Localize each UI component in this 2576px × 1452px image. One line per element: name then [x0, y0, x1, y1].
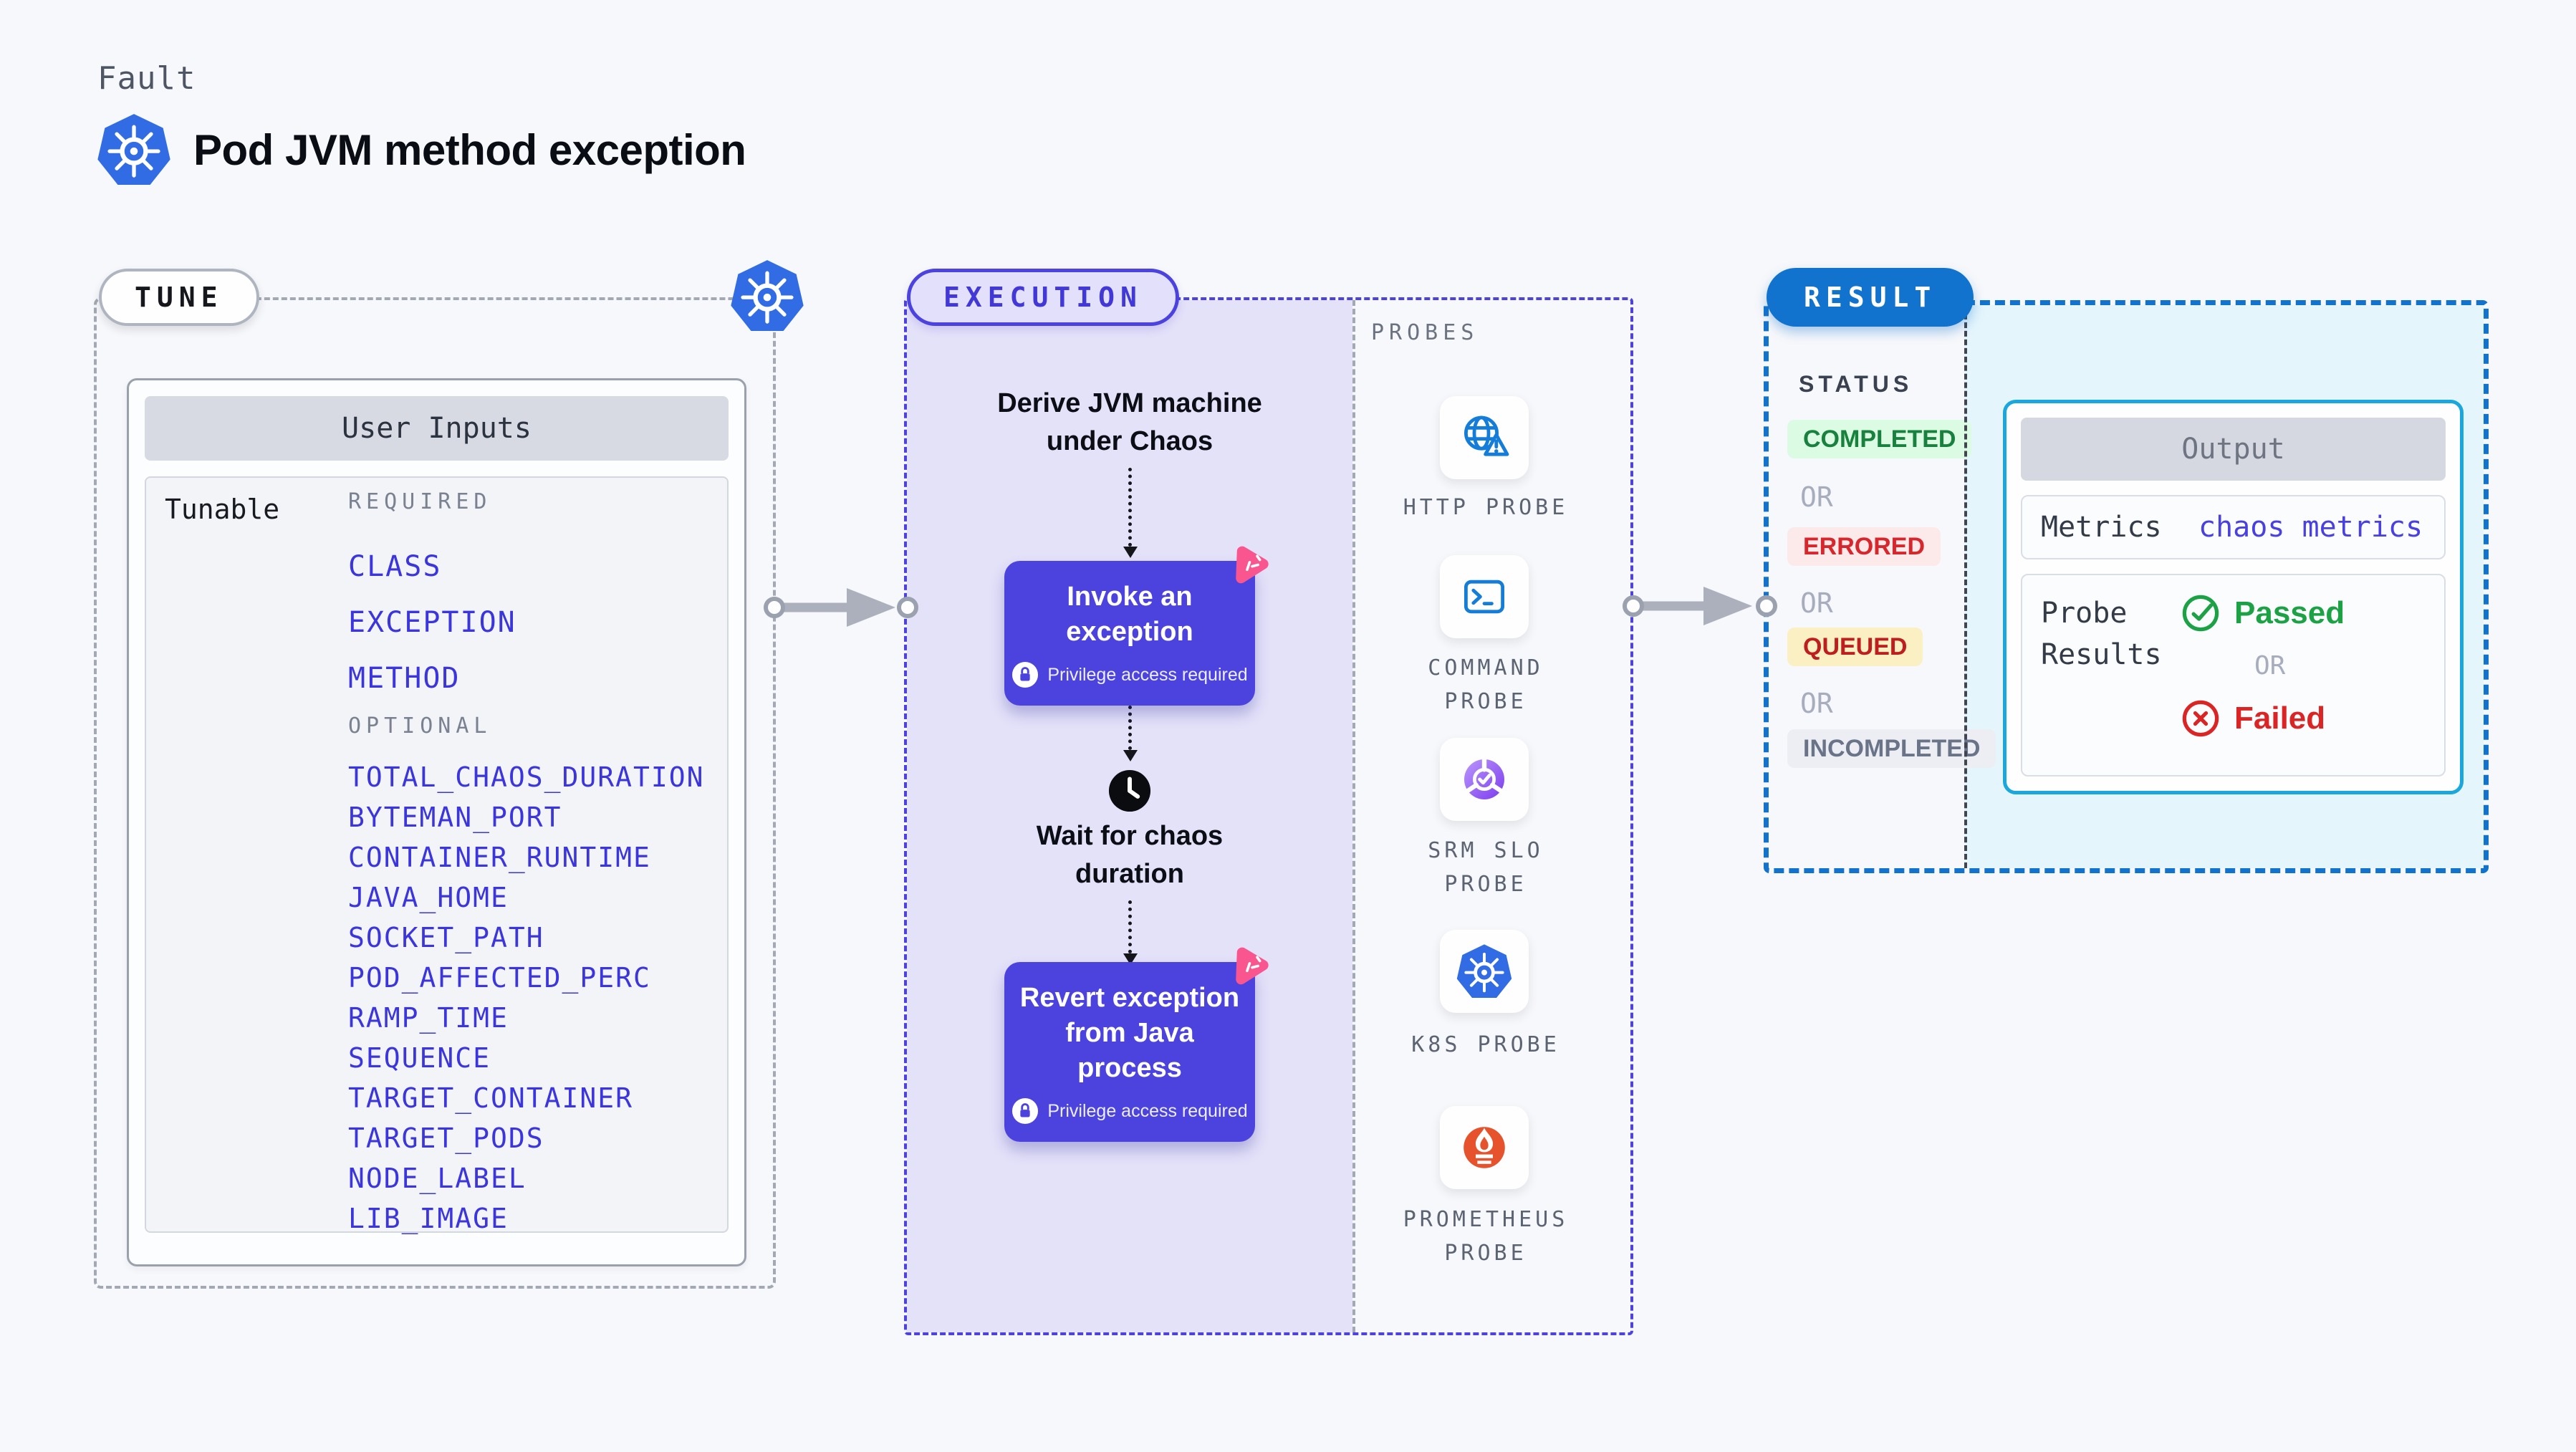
tunable-item: NODE_LABEL [348, 1163, 527, 1194]
x-circle-icon [2182, 700, 2219, 737]
output-card: Output Metrics chaos metrics Probe Resul… [2003, 400, 2464, 794]
result-badge: RESULT [1767, 268, 1974, 327]
tunable-item: TOTAL_CHAOS_DURATION [348, 761, 705, 793]
slo-gauge-icon [1464, 756, 1504, 799]
arrow-down-icon [1123, 468, 1138, 558]
kubernetes-icon [96, 112, 172, 188]
metrics-value: chaos metrics [2198, 511, 2423, 544]
tune-badge: TUNE [99, 269, 259, 326]
action-label: Revert exception from Java process [1019, 983, 1240, 1083]
globe-alert-icon [1464, 415, 1509, 456]
probes-heading: PROBES [1371, 320, 1479, 345]
probe-card-srm-slo [1440, 738, 1529, 821]
tunable-item: RAMP_TIME [348, 1002, 509, 1034]
fault-kicker: Fault [97, 60, 196, 97]
tune-section [94, 297, 776, 1289]
step-derive: Derive JVM machine under Chaos [997, 388, 1262, 456]
page-title-row: Pod JVM method exception [96, 112, 746, 188]
or-label: OR [1800, 587, 1833, 619]
step-invoke-exception: Invoke an exception Privilege access req… [1004, 546, 1269, 706]
tunable-item: SOCKET_PATH [348, 922, 544, 953]
output-header: Output [2021, 418, 2446, 481]
status-badge-queued: QUEUED [1787, 628, 1923, 666]
arrow-down-icon [1123, 900, 1138, 965]
user-inputs-table: User Inputs Tunable REQUIRED CLASS EXCEP… [127, 378, 746, 1266]
tunable-item: EXCEPTION [348, 606, 516, 639]
kubernetes-icon [1456, 944, 1512, 998]
flow-arrow-icon [1623, 587, 1777, 625]
check-circle-icon [2182, 595, 2219, 632]
probe-label: PROMETHEUS PROBE [1403, 1207, 1569, 1266]
prometheus-flame-icon [1464, 1127, 1505, 1168]
required-heading: REQUIRED [348, 489, 492, 514]
result-divider [1964, 305, 1967, 868]
flow-arrow-icon [764, 588, 918, 627]
tunable-item: TARGET_CONTAINER [348, 1082, 634, 1114]
tunable-item: METHOD [348, 662, 461, 695]
tunable-item: BYTEMAN_PORT [348, 802, 562, 833]
probe-card-prometheus [1440, 1106, 1529, 1189]
metrics-row: Metrics chaos metrics [2021, 495, 2446, 559]
status-badge-completed: COMPLETED [1787, 420, 1972, 458]
terminal-icon [1464, 580, 1504, 614]
probe-label: COMMAND PROBE [1428, 655, 1544, 714]
probe-results-row: Probe Results Passed OR [2021, 574, 2446, 777]
metrics-label: Metrics [2041, 511, 2162, 544]
tunables-list: Tunable REQUIRED CLASS EXCEPTION METHOD … [145, 476, 729, 1234]
tunable-row-label: Tunable [165, 494, 280, 525]
tunable-item: SEQUENCE [348, 1042, 491, 1074]
step-wait: Wait for chaos duration [1036, 821, 1224, 889]
probe-results-label: Probe Results [2041, 597, 2162, 671]
lock-icon [1012, 1097, 1039, 1125]
or-label: OR [1800, 481, 1833, 513]
execution-badge: EXECUTION [907, 269, 1179, 326]
privilege-note: Privilege access required [1047, 664, 1248, 685]
tunable-item: JAVA_HOME [348, 882, 509, 913]
or-label: OR [2254, 651, 2286, 681]
optional-heading: OPTIONAL [348, 713, 492, 739]
verdict-passed: Passed [2180, 592, 2345, 634]
status-badge-incompleted: INCOMPLETED [1787, 729, 1996, 768]
chaos-icon [1226, 542, 1273, 589]
failed-label: Failed [2234, 701, 2326, 736]
user-inputs-header: User Inputs [145, 396, 729, 461]
privilege-note: Privilege access required [1047, 1100, 1248, 1121]
probe-label: K8S PROBE [1411, 1032, 1560, 1057]
passed-label: Passed [2234, 595, 2345, 630]
kubernetes-icon [729, 258, 805, 334]
chaos-icon [1226, 943, 1273, 990]
probe-card-k8s [1440, 930, 1529, 1013]
execution-probes-divider [1352, 300, 1355, 1332]
lock-icon [1012, 661, 1039, 688]
tunable-item: CONTAINER_RUNTIME [348, 842, 651, 873]
result-section: STATUS COMPLETED OR ERRORED OR QUEUED OR… [1764, 300, 2489, 873]
arrow-down-icon [1123, 678, 1138, 761]
status-heading: STATUS [1799, 371, 1913, 397]
probe-card-http [1440, 396, 1529, 479]
probe-card-command [1440, 555, 1529, 638]
execution-section: Derive JVM machine under Chaos Invoke an… [904, 297, 1633, 1335]
step-revert-exception: Revert exception from Java process Privi… [1004, 947, 1269, 1142]
status-badge-errored: ERRORED [1787, 527, 1941, 566]
tunable-item: CLASS [348, 550, 442, 583]
or-label: OR [1800, 688, 1833, 719]
action-label: Invoke an exception [1066, 582, 1193, 647]
clock-icon [1106, 767, 1153, 814]
probe-label: HTTP PROBE [1403, 495, 1569, 520]
tunable-item: POD_AFFECTED_PERC [348, 962, 651, 994]
tunable-item: TARGET_PODS [348, 1122, 544, 1154]
probe-label: SRM SLO PROBE [1428, 838, 1544, 897]
page-title: Pod JVM method exception [193, 125, 746, 174]
verdict-failed: Failed [2180, 698, 2345, 739]
tunable-item: LIB_IMAGE [348, 1203, 509, 1234]
